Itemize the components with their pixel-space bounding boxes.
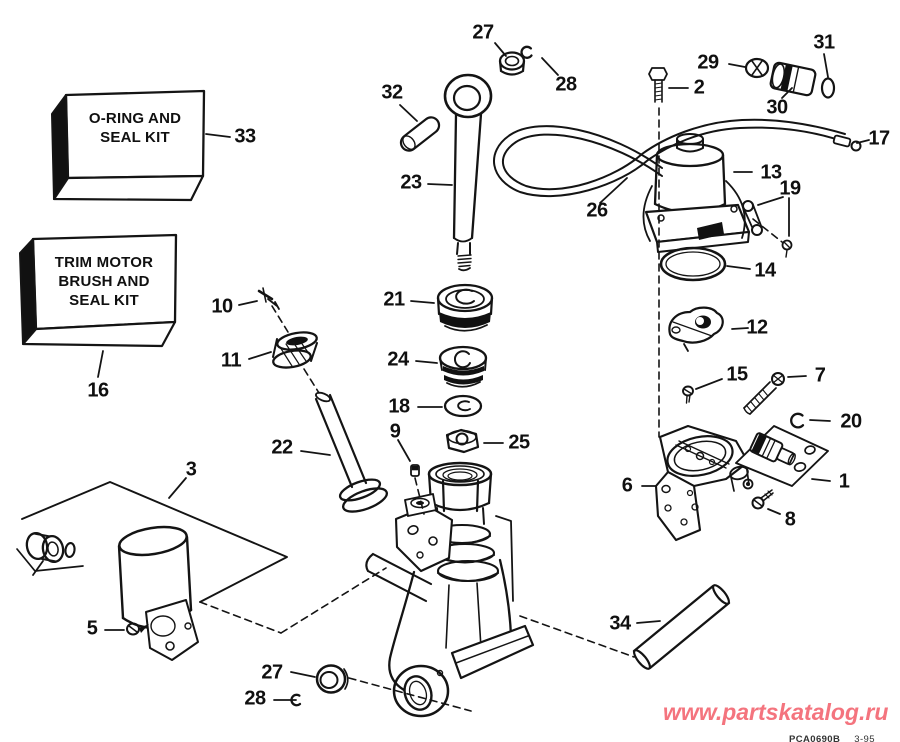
part-3-reservoir-plane [16, 481, 288, 603]
part-10-screw [257, 287, 280, 310]
trim-motor-brush-seal-kit-box [19, 233, 178, 348]
part-27-grommet-bottom [315, 664, 349, 694]
part-28-oring-top [520, 45, 533, 59]
part-callout-19: 19 [779, 177, 801, 200]
part-24-spool [438, 345, 488, 388]
kit-text-line: O-RING AND [88, 110, 182, 127]
part-30-cylinder [769, 61, 817, 97]
part-callout-23: 23 [400, 171, 422, 194]
part-callout-31: 31 [813, 31, 835, 54]
part-29-seal [744, 57, 770, 79]
part-5-screw [126, 622, 149, 636]
assembly-axis-lines [199, 107, 783, 712]
part-21-cap [436, 283, 494, 332]
part-4-bushing [25, 531, 76, 564]
part-callout-7: 7 [814, 364, 826, 387]
part-callout-15: 15 [726, 363, 748, 386]
doc-code-revision: 3-95 [854, 734, 875, 742]
part-1-gasket-plate [735, 425, 829, 487]
part-callout-32: 32 [381, 81, 403, 104]
part-9-plug [410, 464, 420, 477]
kit-text-line: SEAL KIT [69, 292, 139, 309]
part-13-trim-motor [642, 133, 751, 253]
part-callout-33: 33 [234, 125, 256, 148]
part-callout-8: 8 [784, 508, 796, 531]
part-callout-6: 6 [621, 474, 633, 497]
part-callout-27: 27 [261, 661, 283, 684]
part-callout-16: 16 [87, 379, 109, 402]
oring-seal-kit-box [51, 89, 206, 202]
part-callout-13: 13 [760, 161, 782, 184]
part-2-bolt [648, 67, 668, 103]
part-8-screw [751, 489, 774, 510]
part-26-wire-harness [493, 118, 846, 197]
watermark-text: www.partskatalog.ru [663, 699, 889, 725]
callout-leader-lines [32, 42, 870, 701]
part-callout-21: 21 [383, 288, 405, 311]
part-22-tube [314, 391, 388, 513]
trim-motor-kit-label: TRIM MOTOR BRUSH AND SEAL KIT [34, 253, 174, 310]
part-callout-24: 24 [387, 348, 409, 371]
part-callout-1: 1 [838, 470, 850, 493]
part-callout-10: 10 [211, 295, 233, 318]
part-6-manifold [654, 424, 754, 542]
part-callout-9: 9 [389, 420, 401, 443]
part-callout-20: 20 [840, 410, 862, 433]
part-34-pin [632, 584, 731, 670]
kit-text-line: TRIM MOTOR [54, 254, 154, 271]
part-23-rod [443, 73, 493, 272]
part-callout-5: 5 [86, 617, 98, 640]
part-callout-22: 22 [271, 436, 293, 459]
document-code: PCA0690B 3-95 [789, 734, 875, 742]
part-18-washer [443, 394, 483, 418]
kit-text-line: BRUSH AND [58, 273, 150, 290]
part-12-bracket [668, 306, 724, 352]
kit-text-line: SEAL KIT [100, 129, 170, 146]
part-19-link [742, 200, 793, 258]
part-callout-28: 28 [555, 73, 577, 96]
part-callout-26: 26 [586, 199, 608, 222]
part-31-oring [820, 77, 836, 99]
part-7-bolt [743, 372, 785, 415]
part-15-screw [682, 385, 694, 404]
part-callout-28: 28 [244, 687, 266, 710]
part-callout-12: 12 [746, 316, 768, 339]
part-20-cring [790, 412, 805, 429]
part-callout-17: 17 [868, 127, 890, 150]
oring-seal-kit-label: O-RING AND SEAL KIT [66, 109, 204, 147]
part-callout-34: 34 [609, 612, 631, 635]
part-callout-3: 3 [185, 458, 197, 481]
part-14-oring [659, 246, 727, 282]
part-27-bushing-top [498, 51, 526, 76]
part-callout-2: 2 [693, 76, 705, 99]
part-11-seal [272, 331, 318, 369]
part-callout-27: 27 [472, 21, 494, 44]
part-callout-29: 29 [697, 51, 719, 74]
main-housing [365, 461, 535, 718]
part-17-connector [832, 134, 862, 152]
doc-code-id: PCA0690B [789, 734, 841, 742]
part-callout-25: 25 [508, 431, 530, 454]
part-25-nut [445, 428, 480, 454]
part-32-pin [399, 116, 441, 152]
part-callout-14: 14 [754, 259, 776, 282]
part-callout-18: 18 [388, 395, 410, 418]
reservoir-cylinder [117, 525, 199, 661]
part-callout-30: 30 [766, 96, 788, 119]
part-callout-11: 11 [220, 349, 242, 372]
